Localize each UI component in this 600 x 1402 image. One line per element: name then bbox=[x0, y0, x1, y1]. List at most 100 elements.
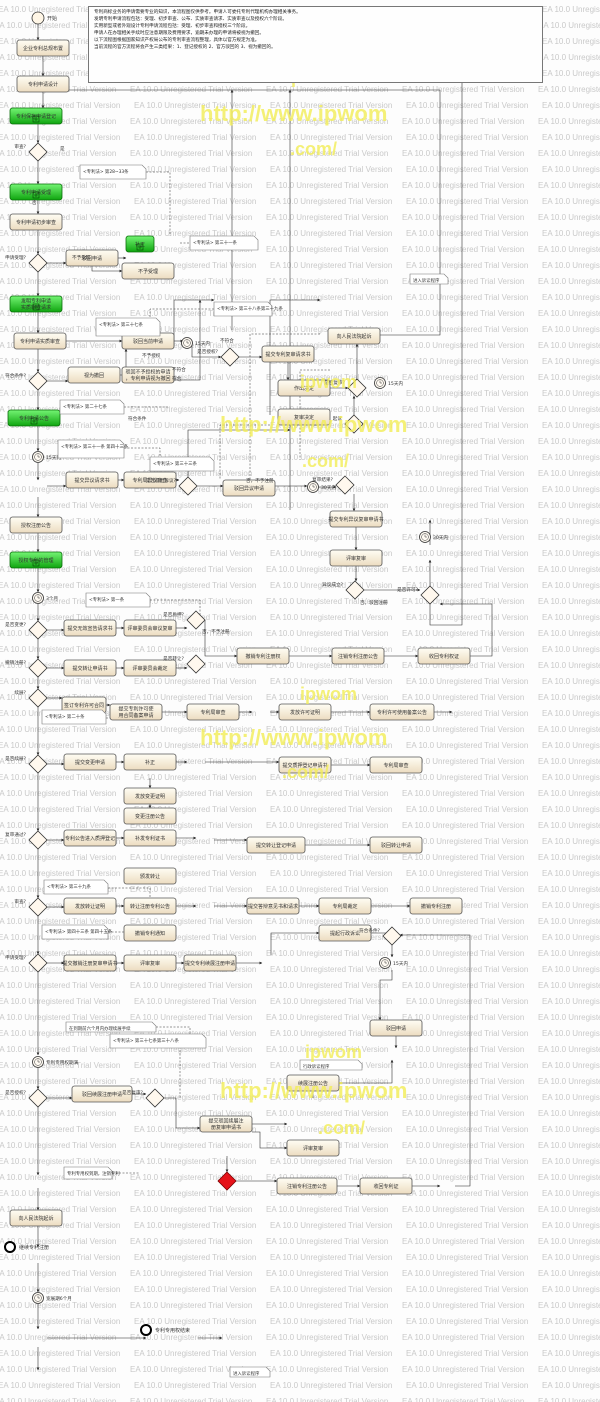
activity-node[interactable]: 向人民法院起诉 bbox=[9, 1209, 63, 1227]
activity-node[interactable]: 注销专利注册公告 bbox=[276, 1177, 338, 1195]
activity-node[interactable]: 复审决定 bbox=[277, 408, 331, 426]
error-gateway[interactable] bbox=[217, 1171, 237, 1191]
activity-node[interactable]: 评审委员会审议复审 bbox=[123, 619, 177, 637]
activity-node[interactable]: 发放转让证明 bbox=[63, 897, 117, 915]
activity-node[interactable]: 颁发转让 bbox=[123, 867, 177, 885]
activity-node[interactable]: 提交异议请求书 bbox=[65, 471, 119, 489]
activity-node[interactable]: 驳回异议申请 bbox=[222, 479, 276, 497]
activity-node[interactable]: 企业专利总规布置 bbox=[16, 39, 70, 57]
subprocess-node[interactable]: 授权专利的管理 bbox=[9, 551, 63, 569]
activity-node[interactable]: 撤销专利注册 bbox=[409, 897, 463, 915]
subprocess-node[interactable]: 专利申请公告 bbox=[7, 409, 61, 427]
activity-node[interactable]: 提交转让登记申请 bbox=[246, 836, 306, 854]
activity-node[interactable]: 注销专利注册公告 bbox=[331, 647, 385, 665]
activity-node[interactable]: 专利局审查 bbox=[369, 756, 423, 774]
activity-node[interactable]: 提交专利续展注册申请 bbox=[183, 954, 237, 972]
subprocess-node[interactable]: 专利申请受理 bbox=[9, 183, 63, 201]
activity-node[interactable]: 提交专利复审请求书 bbox=[261, 345, 315, 363]
activity-node[interactable]: 作出决定 bbox=[277, 379, 331, 397]
decision-gateway[interactable]: 审查? bbox=[14, 142, 48, 162]
decision-gateway[interactable]: 续展? bbox=[14, 688, 48, 708]
decision-gateway[interactable]: 复审结果? bbox=[312, 475, 355, 495]
decision-gateway[interactable]: 是否提出异议? bbox=[146, 476, 198, 496]
activity-node[interactable]: 转让注册专利公告 bbox=[123, 897, 177, 915]
subprocess-node[interactable]: 补正 bbox=[125, 235, 155, 253]
activity-node[interactable]: 发放许可证明 bbox=[278, 703, 332, 721]
activity-node[interactable]: 提交质押登记申请书 bbox=[278, 756, 332, 774]
activity-node[interactable]: 专利申请实质审查 bbox=[13, 332, 67, 350]
activity-node[interactable]: 评审复审 bbox=[286, 1139, 340, 1157]
decision-gateway[interactable]: 是否许可? bbox=[397, 585, 440, 605]
activity-node[interactable]: 提起行政诉讼 bbox=[318, 924, 372, 942]
activity-node[interactable]: 驳回续展注册申请 bbox=[71, 1085, 133, 1103]
decision-gateway[interactable]: 审查? bbox=[14, 897, 48, 917]
activity-node[interactable]: 提交无效宣告请求书 bbox=[63, 619, 117, 637]
activity-node[interactable]: 提交变更申请 bbox=[63, 753, 117, 771]
decision-gateway[interactable]: 是否转让? bbox=[163, 654, 206, 674]
activity-node[interactable]: 驳回不予授权的申请，专利申请视为撤回 bbox=[121, 366, 175, 384]
decision-gateway[interactable]: 是否复审? bbox=[122, 1088, 165, 1108]
activity-node[interactable]: 专利许可使用备案公告 bbox=[369, 703, 435, 721]
decision-gateway[interactable]: 复审通过? bbox=[5, 830, 48, 850]
clock-hands-icon bbox=[312, 484, 315, 488]
activity-node[interactable]: 收回专利证 bbox=[359, 1177, 413, 1195]
activity-node[interactable]: 专利申请设计 bbox=[16, 75, 70, 93]
end-event[interactable]: 继续专利注册 bbox=[4, 1241, 49, 1253]
decision-gateway[interactable]: 符合条件? bbox=[5, 371, 48, 391]
activity-node[interactable]: 专利局异议审查 bbox=[123, 471, 177, 489]
activity-node[interactable]: 提交转让申请书 bbox=[63, 659, 117, 677]
subprocess-node[interactable]: 发明专利申请实质审查请求 bbox=[9, 295, 63, 313]
activity-node[interactable]: 提交撤销注册复审申请书 bbox=[62, 954, 118, 972]
activity-node[interactable]: 提交专利异议复审申请书 bbox=[328, 510, 384, 528]
activity-node[interactable]: 变更注册公告 bbox=[123, 807, 177, 825]
decision-gateway[interactable]: 是否授权? bbox=[197, 347, 240, 367]
activity-node[interactable]: 提交答辩意见书和请求 bbox=[246, 897, 300, 915]
decision-gateway[interactable]: 是否变更? bbox=[5, 620, 48, 640]
activity-node[interactable]: 签订专利许可合同 bbox=[61, 696, 107, 714]
activity-node[interactable]: 驳回申请 bbox=[369, 1019, 423, 1037]
activity-label: 撤销专利注册权 bbox=[245, 653, 280, 660]
decision-gateway[interactable]: 是否质押? bbox=[163, 610, 206, 630]
decision-gateway[interactable]: 是否续展? bbox=[5, 754, 48, 774]
activity-node[interactable]: 驳回当前申请 bbox=[121, 332, 175, 350]
activity-node[interactable]: 驳回转让申请 bbox=[369, 836, 423, 854]
note-connector bbox=[299, 369, 330, 460]
activity-node[interactable]: 专利公告进入质押登记 bbox=[63, 829, 117, 847]
note-shape bbox=[59, 399, 125, 415]
activity-node[interactable]: 收回专利权证 bbox=[417, 647, 471, 665]
activity-node[interactable]: 补正 bbox=[123, 753, 177, 771]
decision-gateway[interactable]: 起诉 bbox=[333, 414, 364, 434]
law-reference-note: <专利法> 第三十七条 bbox=[95, 317, 161, 337]
trial-version-watermark: EA 10.0 Unregistered Trial Version bbox=[402, 1365, 524, 1374]
subprocess-node[interactable]: 专利保存申请登记 bbox=[9, 107, 63, 125]
decision-gateway[interactable]: 异议成立? bbox=[322, 580, 365, 600]
decision-gateway[interactable]: 申请受理? bbox=[5, 253, 48, 273]
activity-node[interactable]: 专利申请初步审查 bbox=[9, 213, 63, 231]
decision-gateway[interactable]: 撤销注册? bbox=[5, 658, 48, 678]
activity-node[interactable]: 专利局裁定 bbox=[318, 897, 372, 915]
activity-node[interactable]: 授权注册公告 bbox=[9, 516, 63, 534]
decision-gateway[interactable]: 是否复审? bbox=[324, 378, 367, 398]
activity-node[interactable]: 补发专利证书 bbox=[123, 829, 177, 847]
decision-gateway[interactable]: 是否授权? bbox=[5, 1088, 48, 1108]
activity-node[interactable]: 续展注册公告 bbox=[286, 1074, 340, 1092]
activity-node[interactable]: 发放变更证明 bbox=[123, 787, 177, 805]
activity-node[interactable]: 驳回申请 bbox=[65, 249, 119, 267]
activity-node[interactable]: 向人民法院起诉 bbox=[327, 327, 381, 345]
start-event[interactable]: 开始 bbox=[31, 11, 57, 25]
note-shape bbox=[213, 301, 273, 317]
activity-node[interactable]: 评审复审 bbox=[123, 954, 177, 972]
decision-gateway[interactable]: 符合条件? bbox=[359, 926, 402, 946]
activity-node[interactable]: 专利局审查 bbox=[186, 703, 240, 721]
trial-version-watermark: EA 10.0 Unregistered Trial Version bbox=[406, 581, 528, 590]
activity-node[interactable]: 评审复审 bbox=[329, 549, 383, 567]
activity-node[interactable]: 评审委员会裁定 bbox=[123, 659, 177, 677]
activity-node[interactable]: 撤销专利通知 bbox=[123, 924, 177, 942]
decision-gateway[interactable]: 申请受理? bbox=[5, 953, 48, 973]
activity-node[interactable]: 撤销专利注册权 bbox=[236, 647, 290, 665]
end-event[interactable]: 专利专用权结束 bbox=[140, 1324, 190, 1336]
activity-node[interactable]: 视为撤回 bbox=[67, 366, 121, 384]
activity-node[interactable]: 不予受理 bbox=[121, 262, 175, 280]
